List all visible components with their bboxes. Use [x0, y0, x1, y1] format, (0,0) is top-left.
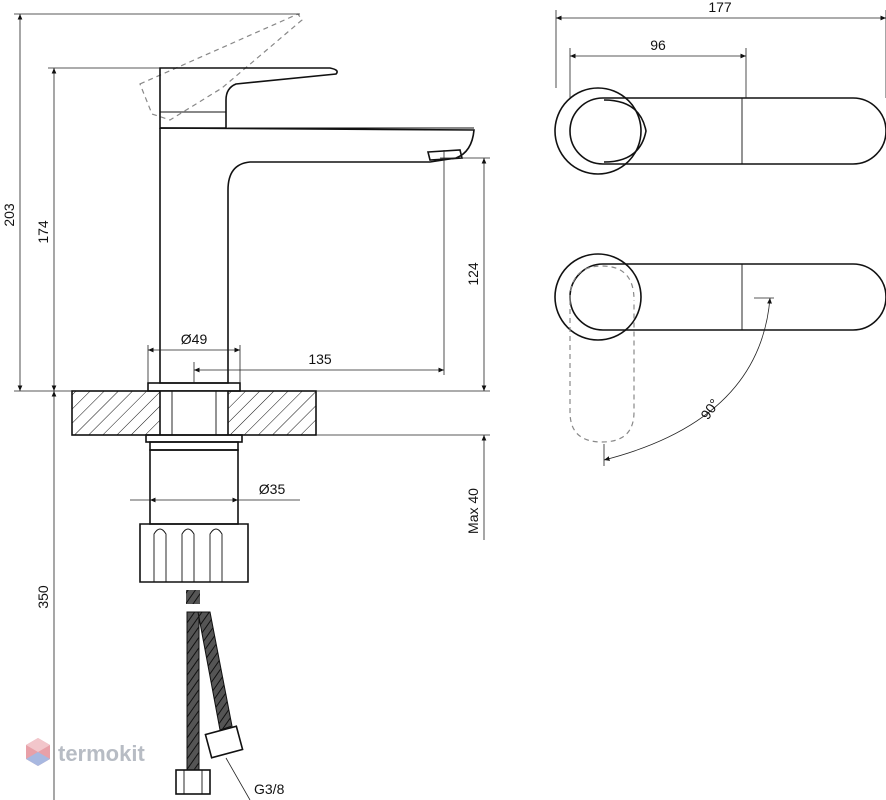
handle-lever [159, 67, 338, 129]
termokit-logo-icon [26, 738, 50, 766]
spout-reach-label: 135 [308, 351, 332, 367]
spout-height-label: 124 [465, 262, 481, 286]
top-view-rotated [554, 253, 886, 466]
threaded-shank [149, 449, 239, 525]
connection-label: G3/8 [254, 781, 285, 797]
top-handle-length-label: 96 [650, 37, 666, 53]
top-view-closed [554, 10, 886, 175]
shank-diameter-label: Ø35 [259, 481, 286, 497]
top-total-length-label: 177 [708, 0, 732, 15]
total-height-label: 203 [1, 203, 17, 227]
fixing-nut [139, 523, 249, 583]
base-diameter-label: Ø49 [181, 331, 208, 347]
base-ring [147, 382, 241, 392]
side-view [14, 13, 490, 800]
flexible-hoses [175, 590, 244, 795]
watermark-text: termokit [58, 741, 145, 766]
body-height-label: 174 [35, 220, 51, 244]
aerator [426, 149, 464, 161]
washer [145, 434, 243, 443]
handle-open-position [139, 13, 303, 121]
max-thickness-label: Max 40 [465, 488, 481, 534]
hose-length-label: 350 [35, 585, 51, 609]
faucet-body [159, 127, 475, 384]
watermark: termokit [26, 738, 145, 766]
